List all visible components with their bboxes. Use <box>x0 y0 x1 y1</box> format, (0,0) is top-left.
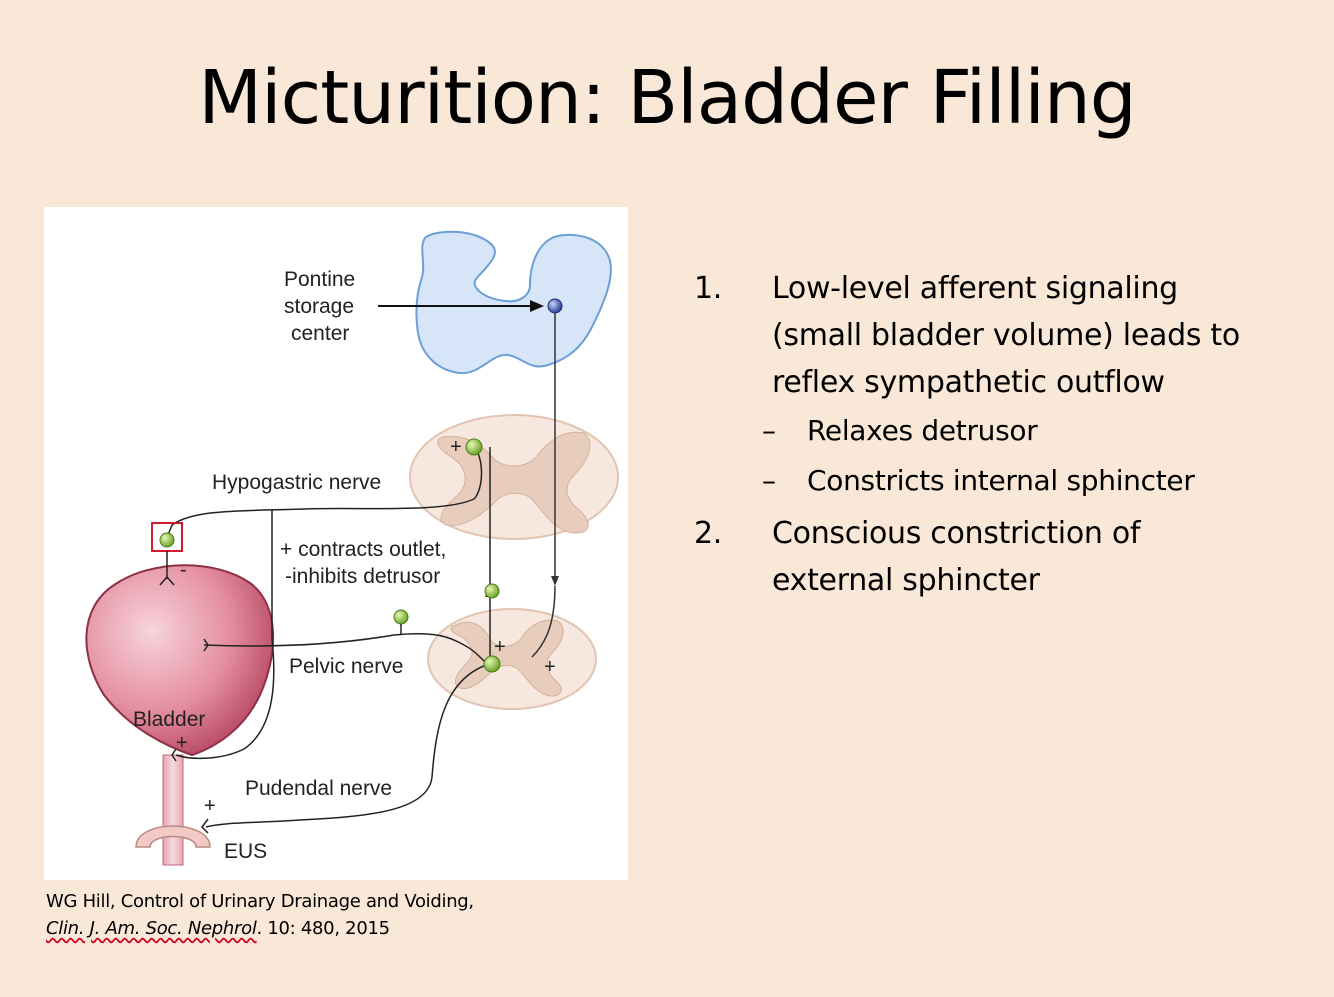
pelvic-nerve <box>203 632 491 664</box>
citation-journal: Clin. J. Am. Soc. Nephrol <box>46 918 257 939</box>
point-2-line-2: external sphincter <box>772 563 1040 598</box>
plus-sign-sacral-2: + <box>544 656 556 678</box>
subpoint-1-2-text: Constricts internal sphincter <box>807 464 1195 497</box>
pelvic-afferent-neuron <box>393 609 409 625</box>
pudendal-label: Pudendal nerve <box>245 777 393 800</box>
hypogastric-nerve <box>167 446 483 536</box>
citation-line-1: WG Hill, Control of Urinary Drainage and… <box>46 891 474 912</box>
plus-sign-bladder-neck: + <box>176 732 188 754</box>
plus-sign-sacral-1: + <box>494 636 506 658</box>
citation: WG Hill, Control of Urinary Drainage and… <box>46 888 474 942</box>
upper-cord-neuron <box>465 438 483 456</box>
pudendal-motor-neuron <box>483 655 501 673</box>
slide-title: Micturition: Bladder Filling <box>198 55 1137 141</box>
contracts-label: + contracts outlet, <box>280 538 447 561</box>
eus-label: EUS <box>224 840 268 863</box>
plus-sign-eus: + <box>204 795 216 817</box>
point-1-line-1: Low-level afferent signaling <box>772 271 1178 306</box>
point-1-line-3: reflex sympathetic outflow <box>772 365 1165 400</box>
sacral-interneuron <box>484 583 500 599</box>
point-2: 2. Conscious constriction of external sp… <box>694 510 1314 604</box>
subpoint-1-1: – Relaxes detrusor <box>694 406 1314 456</box>
urethra <box>162 754 184 866</box>
citation-journal-suffix: . 10: 480, 2015 <box>256 918 391 939</box>
plus-sign-upper-cord: + <box>450 436 462 458</box>
pontine-label-2: storage <box>284 295 355 318</box>
neural-control-diagram: Pontine storage center Hypogastric nerve… <box>44 207 628 880</box>
pontine-label-1: Pontine <box>284 268 356 291</box>
point-1-number: 1. <box>694 271 723 306</box>
pons-shape <box>415 230 612 375</box>
bladder-shape <box>85 564 275 757</box>
subpoint-1-1-text: Relaxes detrusor <box>807 414 1038 447</box>
subpoint-1-1-dash: – <box>762 414 776 447</box>
pudendal-nerve <box>205 662 493 828</box>
subpoint-1-2-dash: – <box>762 464 776 497</box>
diagram-graphics <box>85 230 619 866</box>
pontine-label-3: center <box>291 322 350 345</box>
pontine-neuron <box>547 298 563 314</box>
hypogastric-label: Hypogastric nerve <box>212 471 382 494</box>
inhibits-label: -inhibits detrusor <box>285 565 441 588</box>
minus-sign-ganglion: - <box>180 559 187 581</box>
point-1-line-2: (small bladder volume) leads to <box>772 318 1240 353</box>
eus-shape <box>135 825 211 848</box>
thoracolumbar-gray-matter <box>437 431 591 534</box>
pelvic-label: Pelvic nerve <box>289 655 404 678</box>
subpoint-1-2: – Constricts internal sphincter <box>694 456 1314 506</box>
bullet-points: 1. Low-level afferent signaling (small b… <box>694 265 1314 604</box>
bladder-label: Bladder <box>133 708 206 731</box>
hypogastric-ganglion-neuron <box>159 532 175 548</box>
citation-line-2: Clin. J. Am. Soc. Nephrol. 10: 480, 2015 <box>46 915 474 942</box>
point-2-line-1: Conscious constriction of <box>772 516 1141 551</box>
point-1: 1. Low-level afferent signaling (small b… <box>694 265 1314 406</box>
sacral-gray-matter <box>450 619 564 697</box>
point-2-number: 2. <box>694 516 723 551</box>
